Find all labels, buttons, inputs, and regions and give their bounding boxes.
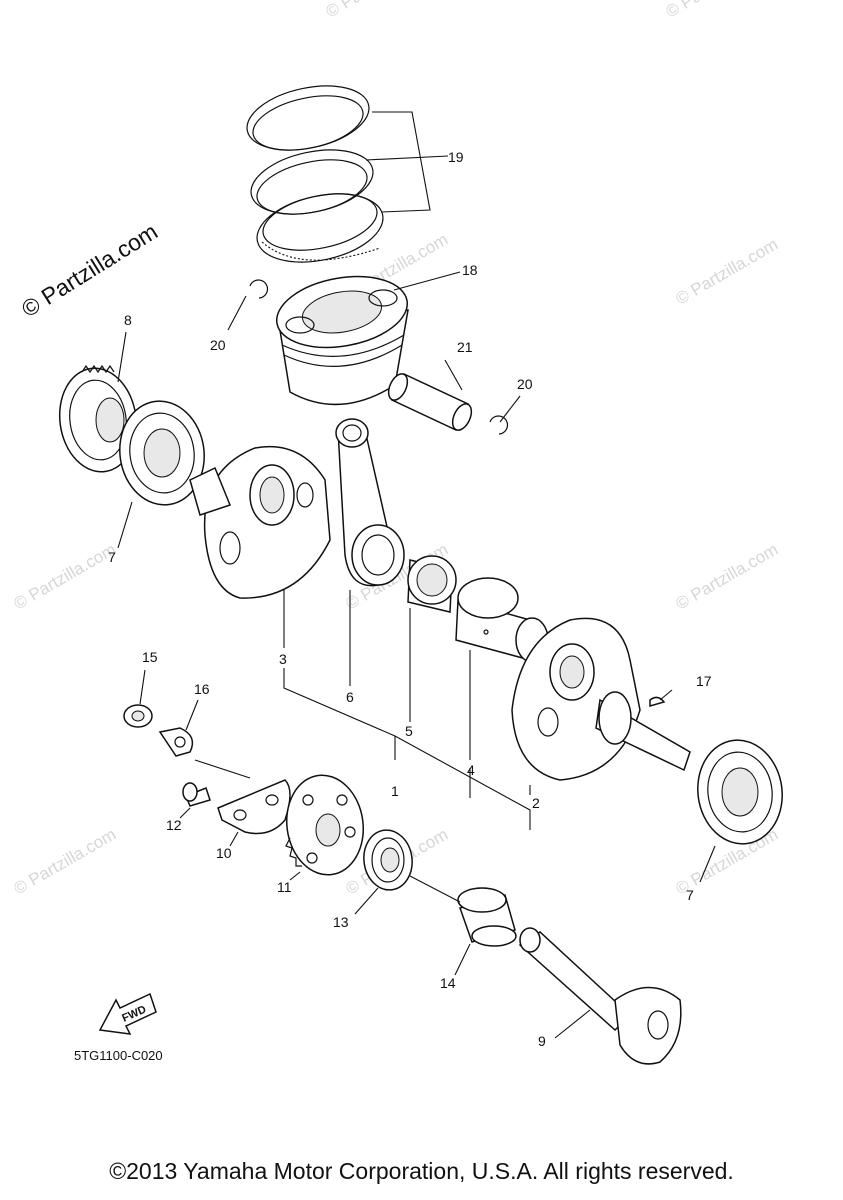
- callout-17: 17: [696, 673, 712, 689]
- watermark: © Partzilla.com: [11, 540, 120, 614]
- callout-18: 18: [462, 262, 478, 278]
- balancer-bearing: [363, 829, 413, 891]
- piston-rings: [246, 85, 384, 263]
- callout-8: 8: [124, 312, 132, 328]
- piston: [275, 275, 409, 406]
- piston-pin: [387, 373, 473, 431]
- callout-numbers: 19 18 20 21 20 8 7 3 6 5 4 1 2 17 7 15 1…: [108, 149, 712, 1049]
- copyright-notice: ©2013 Yamaha Motor Corporation, U.S.A. A…: [109, 1158, 734, 1184]
- callout-7: 7: [108, 549, 116, 565]
- callout-7: 7: [686, 887, 694, 903]
- callout-20: 20: [210, 337, 226, 353]
- fwd-arrow: FWD: [98, 992, 157, 1035]
- bearing-right: [697, 739, 783, 845]
- callout-1: 1: [391, 783, 399, 799]
- needle-bearing: [407, 555, 457, 613]
- balancer-gear: [285, 774, 365, 876]
- circlips: [249, 279, 509, 435]
- watermark: © Partzilla.com: [663, 0, 772, 21]
- primary-drive-gear: [58, 364, 138, 473]
- nut: [123, 704, 153, 728]
- callout-9: 9: [538, 1033, 546, 1049]
- callout-20: 20: [517, 376, 533, 392]
- watermark: © Partzilla.com: [673, 235, 782, 309]
- connecting-rod: [335, 418, 405, 587]
- watermark-main: © Partzilla.com: [17, 218, 162, 322]
- watermark: © Partzilla.com: [323, 0, 432, 21]
- callout-13: 13: [333, 914, 349, 930]
- watermark: © Partzilla.com: [11, 825, 120, 899]
- leader-lines: [117, 111, 716, 1039]
- callout-14: 14: [440, 975, 456, 991]
- callout-2: 2: [532, 795, 540, 811]
- callout-10: 10: [216, 845, 232, 861]
- bolt: [182, 782, 211, 807]
- callout-3: 3: [279, 651, 287, 667]
- callout-4: 4: [467, 762, 475, 778]
- callout-12: 12: [166, 817, 182, 833]
- callout-16: 16: [194, 681, 210, 697]
- callout-19: 19: [448, 149, 464, 165]
- lock-washer: [158, 727, 194, 757]
- callout-6: 6: [346, 689, 354, 705]
- callout-15: 15: [142, 649, 158, 665]
- crank-left: [189, 445, 331, 599]
- watermark: © Partzilla.com: [673, 540, 782, 614]
- balancer-plate: [217, 779, 291, 835]
- diagram-code: 5TG1100-C020: [74, 1048, 163, 1063]
- callout-5: 5: [405, 723, 413, 739]
- callout-11: 11: [277, 879, 292, 895]
- balancer-collar: [457, 887, 517, 947]
- crank-right: [511, 617, 691, 781]
- balancer-shaft: [518, 927, 682, 1065]
- callout-21: 21: [457, 339, 473, 355]
- bearing-left: [119, 400, 205, 506]
